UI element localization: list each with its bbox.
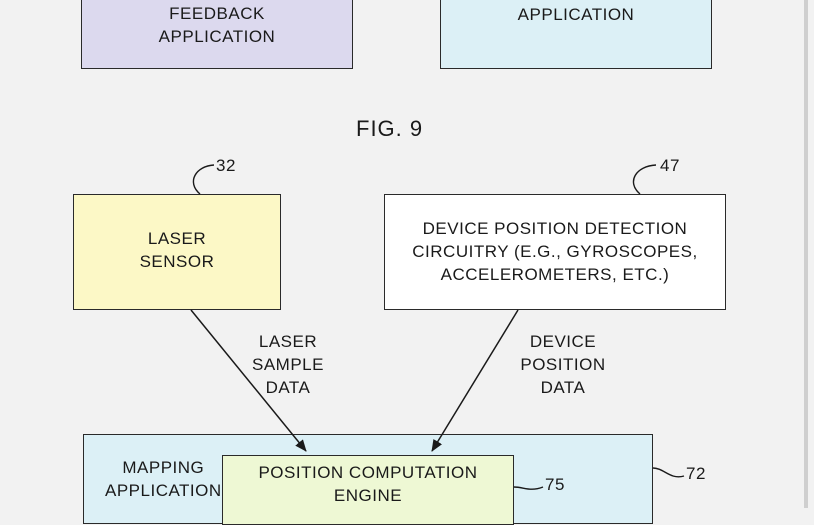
leader-72 xyxy=(652,467,685,478)
feedback-application-label: FEEDBACK APPLICATION xyxy=(158,3,276,46)
position-engine-label: POSITION COMPUTATION ENGINE xyxy=(258,463,478,505)
leader-32 xyxy=(192,164,215,195)
laser-sensor-box: LASER SENSOR xyxy=(73,194,281,310)
connector-lines xyxy=(190,164,685,490)
application-box: APPLICATION xyxy=(440,0,712,69)
device-position-arrow xyxy=(431,309,519,452)
feedback-application-box: FEEDBACK APPLICATION xyxy=(81,0,353,69)
laser-sample-arrow xyxy=(190,309,307,452)
page-border xyxy=(804,0,808,508)
laser-sensor-label: LASER SENSOR xyxy=(139,229,215,271)
ref-32: 32 xyxy=(216,156,236,175)
laser-sample-data-label: LASER SAMPLE DATA xyxy=(252,332,324,397)
ref-72: 72 xyxy=(686,464,706,483)
application-label: APPLICATION xyxy=(517,5,635,24)
device-position-data-label: DEVICE POSITION DATA xyxy=(520,332,606,397)
leader-75 xyxy=(513,486,544,490)
ref-75: 75 xyxy=(545,475,565,494)
position-detection-label: DEVICE POSITION DETECTION CIRCUITRY (E.G… xyxy=(412,219,698,284)
leader-47 xyxy=(632,164,657,195)
mapping-application-label: MAPPING APPLICATION xyxy=(105,458,222,500)
ref-47: 47 xyxy=(660,156,680,175)
position-detection-box: DEVICE POSITION DETECTION CIRCUITRY (E.G… xyxy=(384,194,726,310)
figure-caption: FIG. 9 xyxy=(356,116,424,141)
